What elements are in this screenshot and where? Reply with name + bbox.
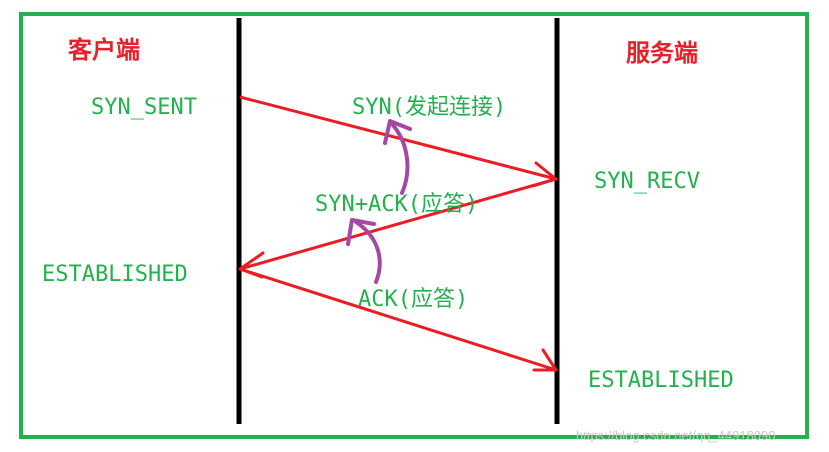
client-state-established: ESTABLISHED xyxy=(42,262,188,287)
syn-ack-message-label: SYN+ACK(应答) xyxy=(315,192,478,217)
ack-message-label: ACK(应答) xyxy=(358,287,468,312)
syn-ack-pointer-arrow xyxy=(346,218,382,284)
client-state-syn-sent: SYN_SENT xyxy=(91,95,197,120)
syn-pointer-arrow xyxy=(383,119,412,195)
syn-message-label: SYN(发起连接) xyxy=(352,95,506,120)
watermark-text: https://blog.csdn.net/qq_44918090 xyxy=(576,428,776,443)
client-header: 客户端 xyxy=(68,35,140,64)
server-state-syn-recv: SYN_RECV xyxy=(594,169,700,194)
diagram-frame xyxy=(19,12,809,439)
server-state-established: ESTABLISHED xyxy=(588,368,734,393)
ack-arrow xyxy=(239,267,558,372)
server-header: 服务端 xyxy=(626,38,698,67)
